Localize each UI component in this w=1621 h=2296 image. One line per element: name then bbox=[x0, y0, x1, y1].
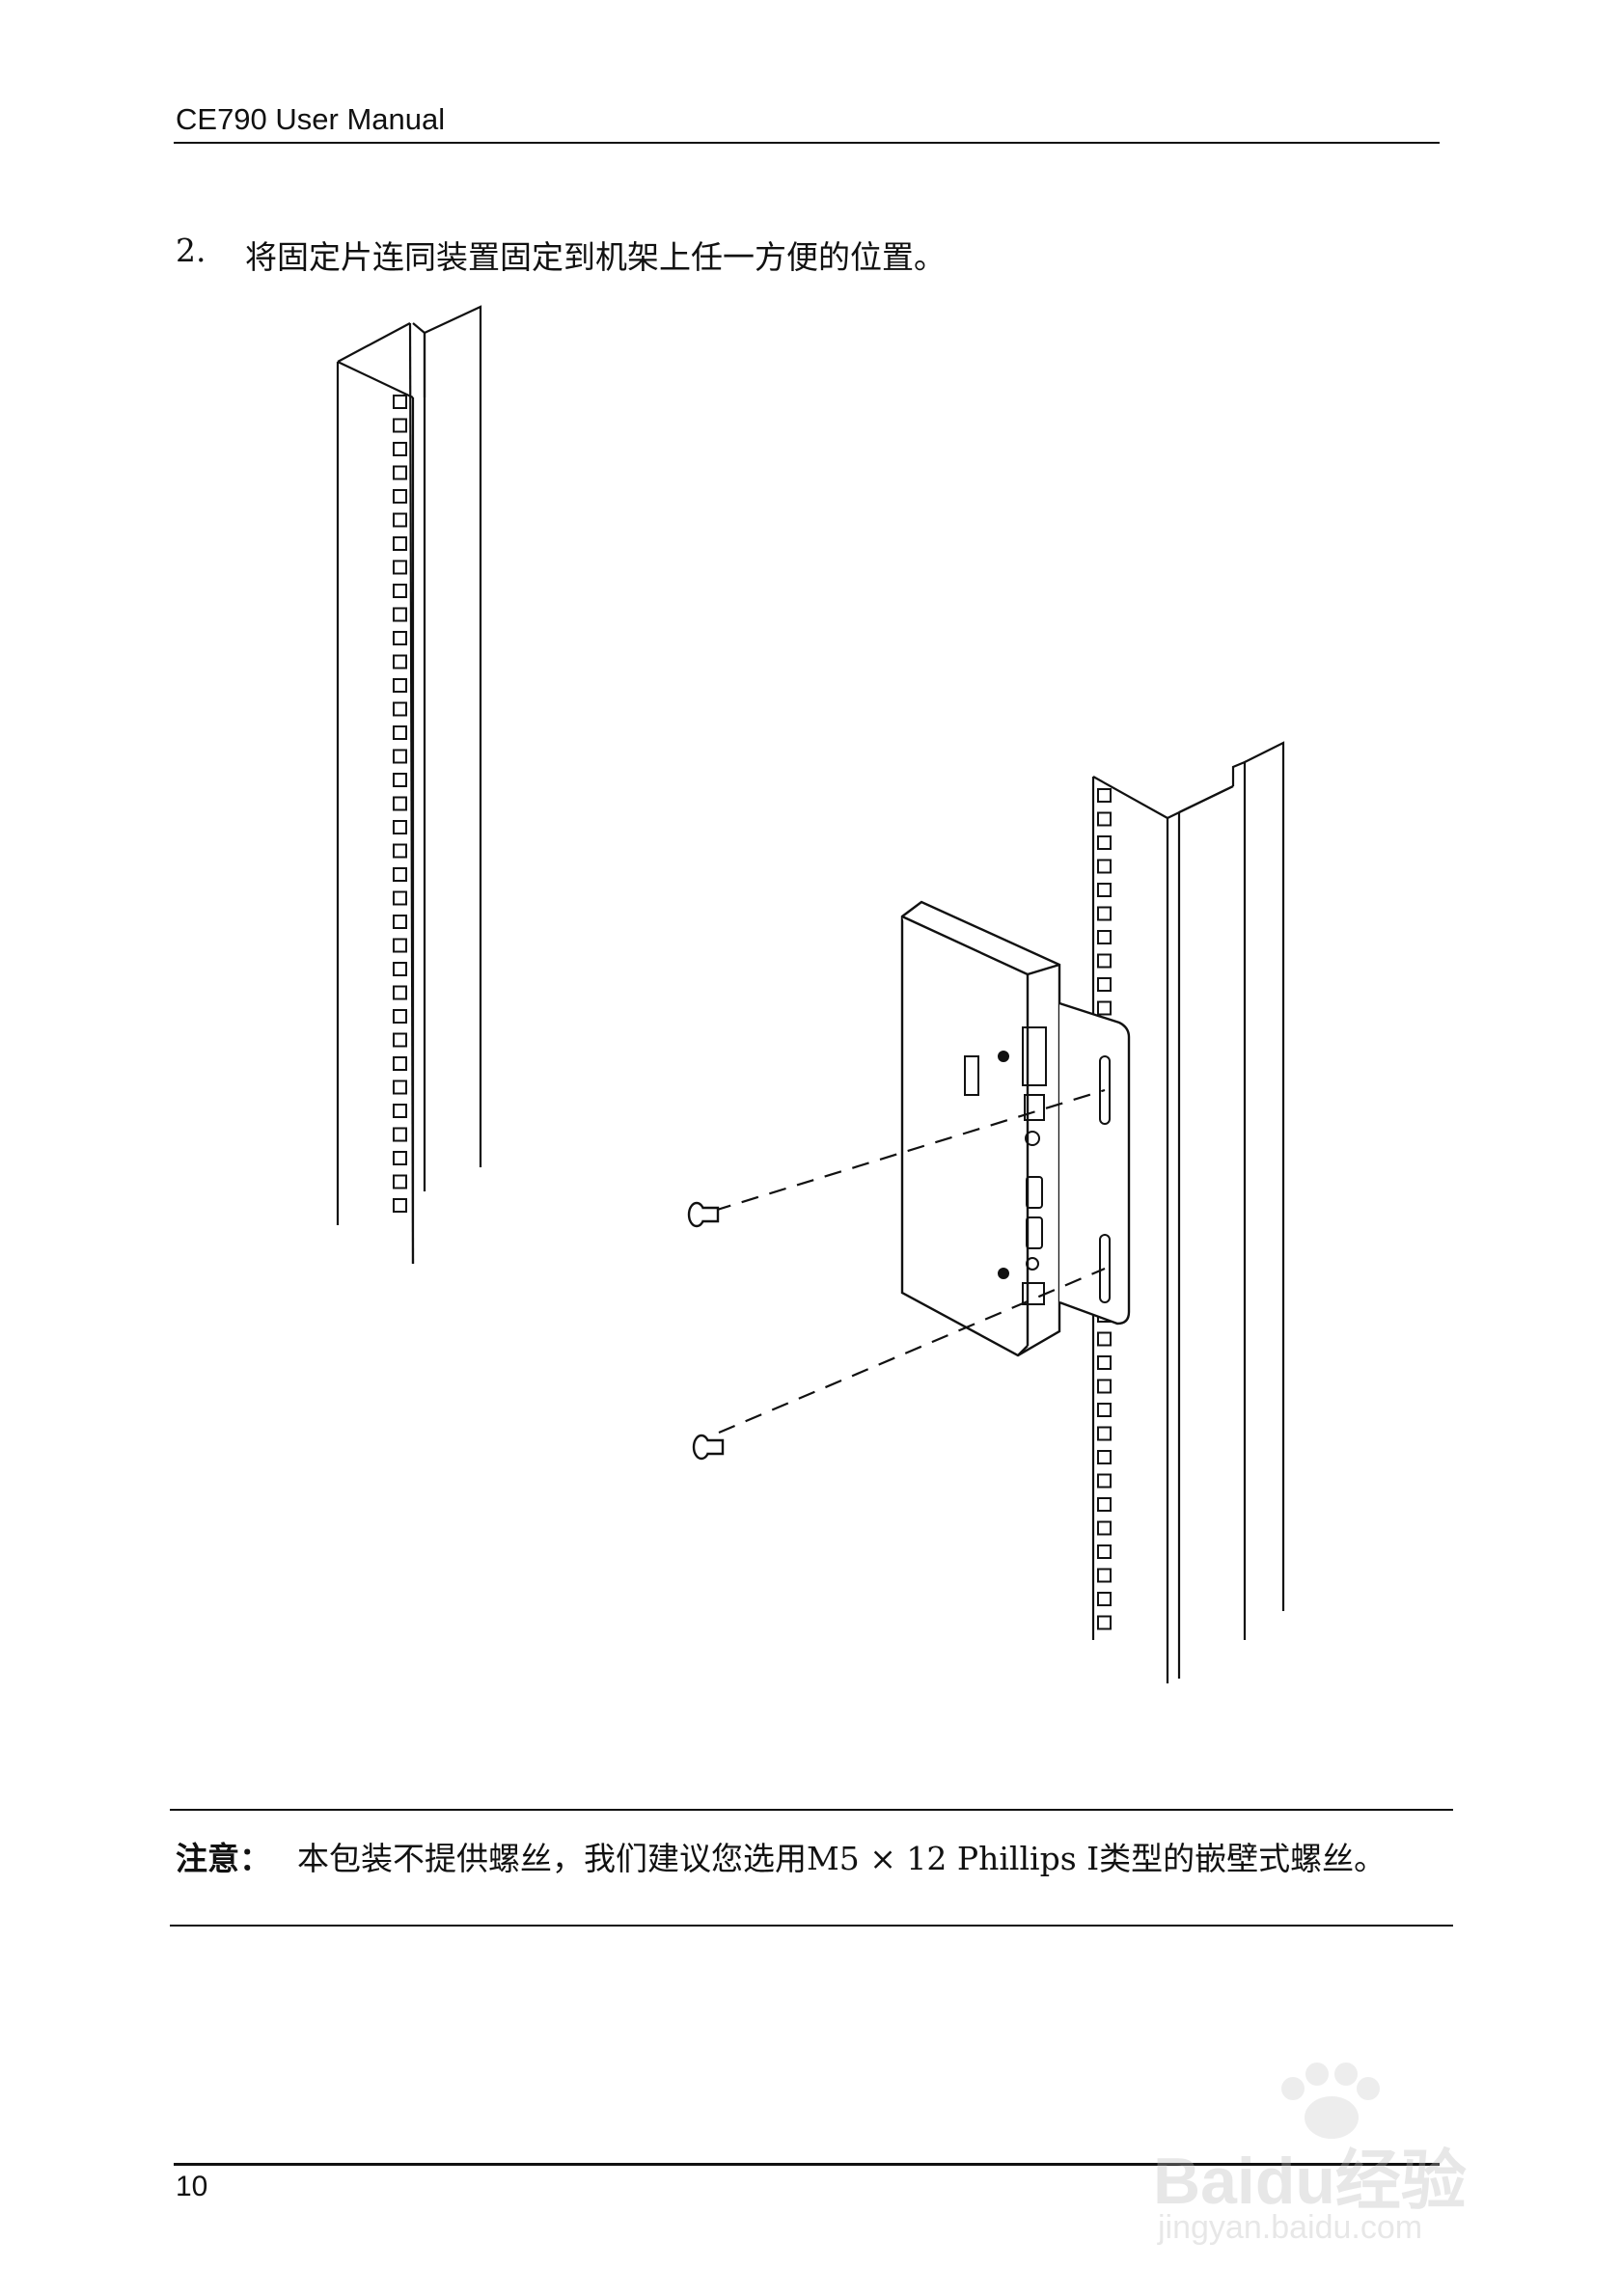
rack-hole bbox=[393, 607, 407, 622]
watermark-url: jingyan.baidu.com bbox=[1158, 2209, 1423, 2246]
rack-hole bbox=[1097, 1592, 1112, 1606]
rack-hole bbox=[1097, 1520, 1112, 1536]
rack-hole bbox=[393, 820, 407, 834]
rack-hole bbox=[1097, 1331, 1112, 1347]
footer-divider bbox=[174, 2163, 1440, 2166]
page-number: 10 bbox=[176, 2171, 208, 2202]
rack-hole bbox=[1097, 883, 1112, 897]
rack-hole bbox=[393, 1080, 407, 1095]
rack-hole bbox=[393, 442, 407, 456]
rack-hole bbox=[393, 773, 407, 787]
rack-hole bbox=[1097, 811, 1112, 827]
rack-hole bbox=[1097, 1615, 1112, 1630]
rack-hole bbox=[393, 867, 407, 882]
rack-hole bbox=[393, 962, 407, 976]
header-title: CE790 User Manual bbox=[176, 102, 446, 136]
rack-hole bbox=[393, 1174, 407, 1189]
rack-hole bbox=[393, 465, 407, 480]
rack-hole bbox=[1097, 977, 1112, 992]
rack-hole bbox=[393, 536, 407, 551]
rack-hole bbox=[393, 418, 407, 433]
rack-hole bbox=[393, 938, 407, 953]
rack-hole bbox=[393, 890, 407, 906]
rack-hole bbox=[1097, 1568, 1112, 1583]
header-divider bbox=[174, 142, 1440, 144]
rack-hole bbox=[1097, 788, 1112, 803]
rack-hole bbox=[393, 631, 407, 645]
note-label: 注意： bbox=[176, 1840, 271, 1877]
rack-hole bbox=[393, 1151, 407, 1165]
rack-hole bbox=[1097, 1355, 1112, 1370]
rack-hole bbox=[1097, 1544, 1112, 1559]
watermark-brand: Baidu经验 bbox=[1153, 2145, 1467, 2218]
rack-hole bbox=[393, 489, 407, 504]
rack-hole bbox=[393, 796, 407, 811]
rack-hole bbox=[393, 985, 407, 1000]
rack-hole bbox=[1097, 1450, 1112, 1464]
note-bottom-divider bbox=[170, 1925, 1453, 1927]
rack-hole bbox=[1097, 1473, 1112, 1489]
step-number: 2. bbox=[176, 232, 206, 269]
rack-hole bbox=[1097, 1403, 1112, 1417]
note-top-divider bbox=[170, 1809, 1453, 1811]
rack-hole bbox=[1097, 1497, 1112, 1512]
rack-hole bbox=[1097, 835, 1112, 850]
rack-hole bbox=[393, 1127, 407, 1142]
rack-hole bbox=[1097, 930, 1112, 944]
rack-hole bbox=[393, 749, 407, 764]
rack-hole bbox=[1097, 906, 1112, 921]
rack-hole bbox=[393, 1056, 407, 1071]
rack-hole bbox=[1097, 1426, 1112, 1441]
rack-hole bbox=[393, 1104, 407, 1118]
rack-hole bbox=[393, 654, 407, 670]
paw-icon bbox=[1281, 2063, 1380, 2139]
rack-hole bbox=[393, 1009, 407, 1024]
rack-hole bbox=[393, 395, 407, 409]
rack-hole bbox=[393, 843, 407, 859]
rack-hole bbox=[1097, 859, 1112, 874]
step-text: 将固定片连同装置固定到机架上任一方便的位置。 bbox=[245, 238, 946, 276]
rack-hole bbox=[393, 512, 407, 528]
rack-hole bbox=[393, 678, 407, 693]
rack-hole bbox=[1097, 953, 1112, 969]
rack-hole bbox=[393, 1198, 407, 1213]
rack-hole bbox=[1097, 1000, 1112, 1016]
rack-hole bbox=[393, 584, 407, 598]
baidu-watermark: Baidu经验 jingyan.baidu.com bbox=[1148, 2036, 1534, 2257]
rack-hole bbox=[393, 1032, 407, 1048]
rack-hole bbox=[1097, 1379, 1112, 1394]
note-text: 本包装不提供螺丝，我们建议您选用M5 × 12 Phillips I类型的嵌壁式… bbox=[297, 1840, 1387, 1877]
instruction-step: 2. 将固定片连同装置固定到机架上任一方便的位置。 bbox=[176, 232, 946, 278]
note-block: 注意： 本包装不提供螺丝，我们建议您选用M5 × 12 Phillips I类型… bbox=[176, 1833, 1386, 1879]
rack-hole bbox=[393, 725, 407, 740]
rack-hole bbox=[393, 701, 407, 717]
rack-hole bbox=[393, 560, 407, 575]
rack-hole bbox=[393, 915, 407, 929]
